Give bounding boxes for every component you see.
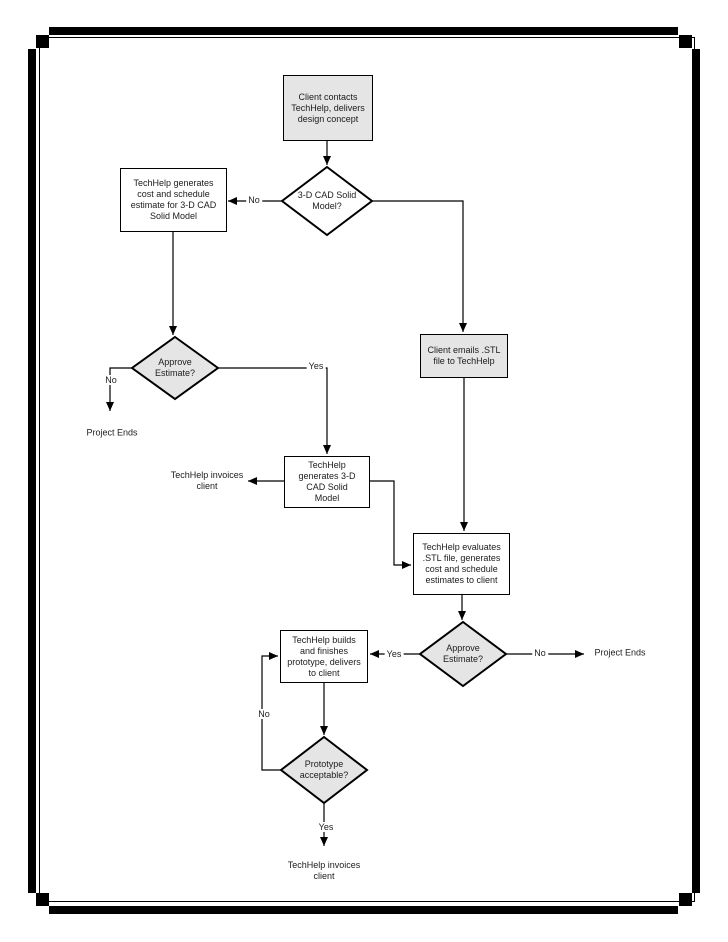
node-client-emails-stl: Client emails .STL file to TechHelp [420,334,508,378]
edge-label-no-cad: No [246,195,262,205]
frame-inner-line [39,37,695,902]
edge-label-no-prototype: No [256,709,272,719]
edge-label-yes-estimate1: Yes [306,361,326,371]
frame-corner-tr [679,35,692,48]
frame-top-bar [49,27,678,35]
diamond-approve-estimate-2 [418,620,508,688]
frame-left-bar [28,49,36,893]
node-build-prototype: TechHelp builds and finishes prototype, … [280,630,368,683]
edge-label-yes-prototype: Yes [316,822,336,832]
edge-approve1-yes-generate [218,367,331,454]
edge-label-yes-estimate2: Yes [384,649,404,659]
node-evaluate-stl: TechHelp evaluates .STL file, generates … [413,533,510,595]
diamond-prototype-acceptable [279,735,369,805]
frame-right-bar [692,49,700,893]
text-project-ends-left: Project Ends [86,427,138,438]
node-client-contacts: Client contacts TechHelp, delivers desig… [283,75,373,141]
diamond-cad-question [280,165,374,237]
node-prototype-acceptable-label: Prototype acceptable? [299,759,349,780]
edge-label-no-estimate2: No [532,648,548,658]
diamond-approve-estimate-1 [130,335,220,401]
node-cost-estimate: TechHelp generates cost and schedule est… [120,168,227,232]
edge-generate-to-evaluate [370,480,411,569]
text-invoices-client-bottom: TechHelp invoices client [287,860,361,881]
edge-label-no-estimate1: No [103,375,119,385]
text-invoices-client-left: TechHelp invoices client [170,470,244,491]
node-cad-question-label: 3-D CAD Solid Model? [297,190,357,211]
edge-cadq-yes-to-emails [372,200,467,332]
frame-bottom-bar [49,906,678,914]
node-generate-cad: TechHelp generates 3-D CAD Solid Model [284,456,370,508]
frame-corner-br [679,893,692,906]
node-approve-estimate-1-label: Approve Estimate? [154,357,196,378]
text-project-ends-right: Project Ends [594,647,646,658]
edge-approve1-no-ends [106,367,132,411]
node-approve-estimate-2-label: Approve Estimate? [442,643,484,664]
